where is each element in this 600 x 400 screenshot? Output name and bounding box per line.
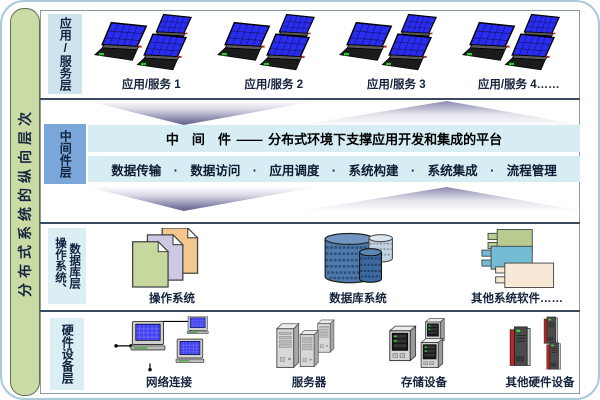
layer-label-os-text: 操作系统、 [54, 237, 66, 295]
server-towers-icon [276, 319, 335, 368]
documents-stack-icon [132, 228, 199, 288]
middleware-functions: 数据传输 · 数据访问 · 应用调度 · 系统构建 · 系统集成 · 流程管理 [111, 163, 557, 178]
laptops-cluster-icon [94, 13, 192, 71]
operating-system-group: 操作系统 [102, 228, 242, 306]
operating-system-label: 操作系统 [149, 293, 195, 305]
database-system-label: 数据库系统 [329, 293, 387, 305]
app-service-label-2: 应用/服务 2 [244, 79, 304, 91]
layer-separator-2 [40, 222, 580, 224]
laptops-cluster-icon [216, 13, 315, 71]
app-service-label-3: 应用/服务 3 [366, 79, 426, 91]
other-hardware-label: 其他硬件设备 [505, 377, 575, 389]
layer-label-hardware: 硬件设备层 [50, 318, 84, 390]
vertical-title-bar: 分布式系统的纵向层次 [10, 8, 40, 396]
layer-label-application-text: 应用/服务层 [58, 17, 73, 91]
layer-label-hardware-text: 硬件设备层 [60, 324, 75, 384]
software-components-icon [481, 229, 555, 288]
middleware-functions-strip: 数据传输 · 数据访问 · 应用调度 · 系统构建 · 系统集成 · 流程管理 [88, 156, 580, 182]
network-connection-group: 网络连接 [94, 316, 244, 390]
storage-devices-group: 存储设备 [370, 316, 478, 390]
network-connection-label: 网络连接 [146, 377, 192, 389]
database-cylinders-icon [324, 232, 393, 284]
layer-separator-3 [40, 310, 580, 312]
layer-label-db-text: 数据库层 [68, 243, 81, 289]
app-service-group-4: 应用/服务 4…… [458, 13, 581, 97]
middleware-title: 中 间 件 —— 分布式环境下支撑应用开发和集成的平台 [165, 132, 503, 147]
storage-devices-label: 存储设备 [401, 377, 447, 389]
app-service-label-1: 应用/服务 1 [121, 79, 181, 91]
hardware-towers-icon [509, 316, 561, 370]
diagram-title: 分布式系统的纵向层次 [17, 107, 33, 297]
storage-devices-icon [389, 318, 445, 368]
layer-label-os-db: 操作系统、 数据库层 [48, 228, 86, 304]
content-frame [40, 10, 580, 394]
layer-separator-1 [40, 98, 580, 100]
app-service-group-2: 应用/服务 2 [213, 13, 336, 97]
other-software-group: 其他系统软件…… [450, 228, 584, 306]
other-hardware-group: 其他硬件设备 [484, 316, 596, 390]
laptops-cluster-icon [339, 13, 437, 71]
middleware-title-strip: 中 间 件 —— 分布式环境下支撑应用开发和集成的平台 [88, 125, 580, 152]
servers-label: 服务器 [291, 377, 327, 389]
laptops-cluster-icon [461, 13, 560, 71]
layer-label-middleware-text: 中间件层 [58, 130, 73, 178]
database-system-group: 数据库系统 [294, 228, 422, 306]
other-software-label: 其他系统软件…… [471, 293, 563, 305]
network-computers-icon [114, 316, 209, 372]
servers-group: 服务器 [254, 316, 364, 390]
app-service-label-4: 应用/服务 4…… [477, 79, 560, 91]
application-layer-row: 应用/服务 1 应用/服务 2 应用/服务 3 应用/服务 [90, 13, 580, 97]
layer-label-application: 应用/服务层 [48, 14, 82, 94]
layer-label-middleware: 中间件层 [44, 124, 86, 184]
app-service-group-1: 应用/服务 1 [90, 13, 213, 97]
app-service-group-3: 应用/服务 3 [335, 13, 458, 97]
